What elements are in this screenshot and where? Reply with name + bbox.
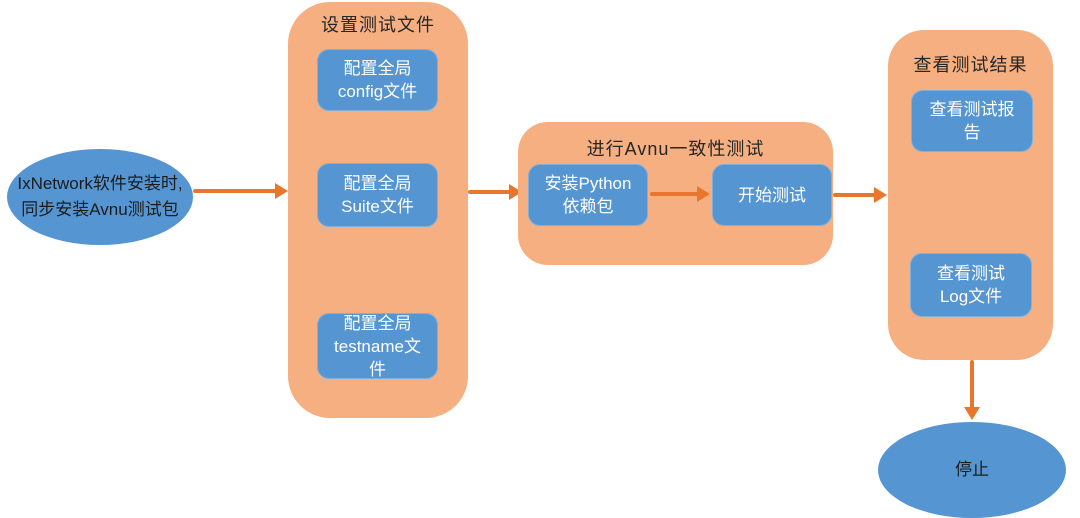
step-suite-file: 配置全局 Suite文件: [317, 163, 438, 227]
arrow-shaft: [970, 360, 974, 409]
group-setup-test-files: 设置测试文件 配置全局 config文件 配置全局 Suite文件 配置全局 t…: [288, 2, 468, 418]
group-title: 进行Avnu一致性测试: [586, 139, 765, 159]
step-view-report: 查看测试报 告: [911, 90, 1033, 152]
arrow-shaft: [650, 192, 699, 196]
arrow-results-to-stop: [964, 360, 980, 420]
group-title: 设置测试文件: [321, 15, 435, 35]
group-view-results: 查看测试结果 查看测试报 告 查看测试 Log文件: [888, 30, 1053, 360]
start-node: IxNetwork软件安装时, 同步安装Avnu测试包: [7, 149, 193, 245]
step-start-test: 开始测试: [712, 164, 832, 226]
stop-node: 停止: [878, 422, 1066, 518]
arrow-start-to-setup: [193, 183, 288, 199]
arrowhead-down-icon: [964, 407, 980, 420]
arrowhead-right-icon: [697, 186, 710, 202]
group-title: 查看测试结果: [913, 55, 1028, 75]
arrowhead-right-icon: [275, 183, 288, 199]
start-node-label: IxNetwork软件安装时, 同步安装Avnu测试包: [17, 174, 183, 219]
step-install-python-deps: 安装Python 依赖包: [528, 164, 648, 226]
arrow-shaft: [833, 193, 876, 197]
step-view-log: 查看测试 Log文件: [910, 253, 1032, 317]
stop-node-label: 停止: [955, 460, 989, 479]
group-run-avnu-test: 进行Avnu一致性测试 安装Python 依赖包 开始测试: [518, 122, 833, 265]
arrow-shaft: [468, 190, 511, 194]
step-config-file: 配置全局 config文件: [317, 49, 438, 111]
arrow-shaft: [193, 189, 277, 193]
arrowhead-right-icon: [874, 187, 887, 203]
arrow-test-to-results: [833, 187, 887, 203]
arrow-deps-to-start: [650, 186, 710, 202]
arrow-setup-to-test: [468, 184, 522, 200]
step-testname-file: 配置全局 testname文 件: [317, 313, 438, 379]
